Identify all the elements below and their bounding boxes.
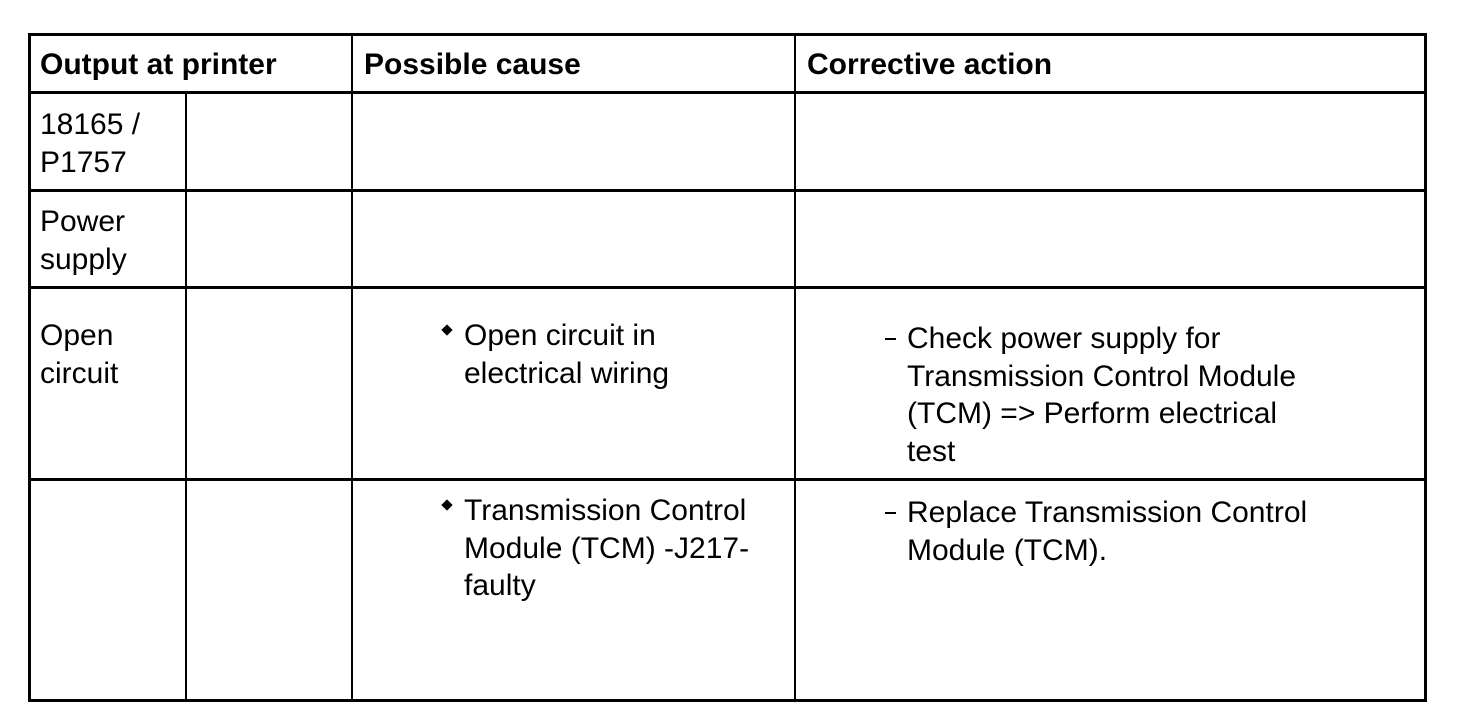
row-divider (28, 478, 1427, 481)
possible-cause-line: Module (TCM) -J217- (464, 531, 750, 565)
fault-code-cell: 18165 / P1757 (40, 106, 140, 181)
header-output-at-printer: Output at printer (40, 48, 277, 81)
fault-code-line: 18165 / (40, 108, 141, 141)
fault-type-cell: Open circuit (40, 317, 118, 392)
corrective-action-line: (TCM) => Perform electrical (907, 397, 1278, 430)
fault-code-line: P1757 (40, 145, 127, 179)
diagnostic-table (28, 33, 1427, 702)
corrective-action-line: Transmission Control Module (907, 359, 1297, 393)
corrective-action-item: Replace Transmission Control Module (TCM… (907, 494, 1307, 569)
fault-type-line: Open (40, 319, 114, 352)
column-divider (351, 33, 353, 702)
column-divider (185, 93, 187, 702)
fault-category-line: Power (40, 205, 126, 238)
corrective-action-line: Module (TCM). (907, 533, 1108, 567)
row-divider (28, 286, 1427, 289)
corrective-action-item: Check power supply for Transmission Cont… (907, 320, 1296, 470)
row-divider (28, 91, 1427, 94)
possible-cause-line: Open circuit in (464, 319, 656, 352)
dash-bullet-icon (885, 338, 896, 340)
possible-cause-item: Open circuit in electrical wiring (464, 317, 669, 392)
corrective-action-line: test (907, 434, 956, 468)
dash-bullet-icon (885, 512, 896, 514)
possible-cause-line: electrical wiring (464, 356, 670, 390)
corrective-action-line: Replace Transmission Control (907, 496, 1308, 529)
possible-cause-line: Transmission Control (464, 494, 747, 527)
header-corrective-action: Corrective action (807, 48, 1053, 81)
fault-category-line: supply (40, 242, 127, 276)
column-divider (794, 33, 796, 702)
fault-category-cell: Power supply (40, 203, 127, 278)
row-divider (28, 189, 1427, 192)
header-possible-cause: Possible cause (364, 48, 581, 81)
fault-type-line: circuit (40, 356, 119, 390)
possible-cause-line: faulty (464, 569, 536, 602)
corrective-action-line: Check power supply for (907, 322, 1221, 355)
possible-cause-item: Transmission Control Module (TCM) -J217-… (464, 492, 749, 605)
